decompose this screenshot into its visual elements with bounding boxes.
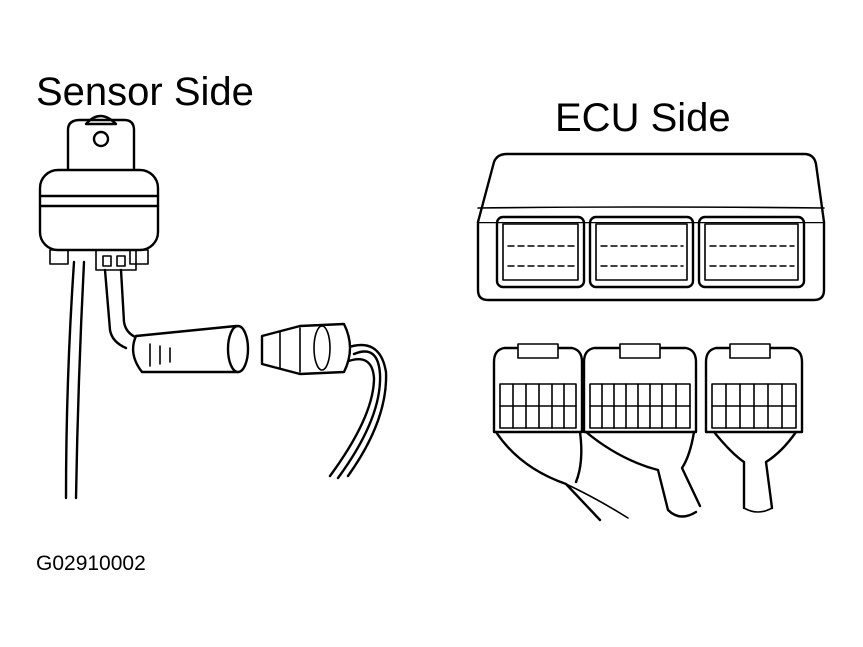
sensor-harness-wires	[64, 260, 388, 500]
ecu-socket-left	[495, 215, 586, 289]
ecu-plug-left	[492, 343, 629, 522]
ecu-plug-right	[704, 343, 804, 513]
figure-code: G02910002	[36, 552, 146, 575]
ecu-box	[476, 152, 826, 302]
sensor-plug-connector	[131, 322, 352, 376]
ecu-socket-right	[697, 215, 806, 289]
ecu-side-label: ECU Side	[555, 96, 731, 140]
sensor-side-label: Sensor Side	[36, 70, 254, 114]
ecu-plug-middle	[582, 343, 702, 518]
ecu-socket-middle	[588, 215, 695, 289]
sensor-unit	[38, 114, 160, 271]
